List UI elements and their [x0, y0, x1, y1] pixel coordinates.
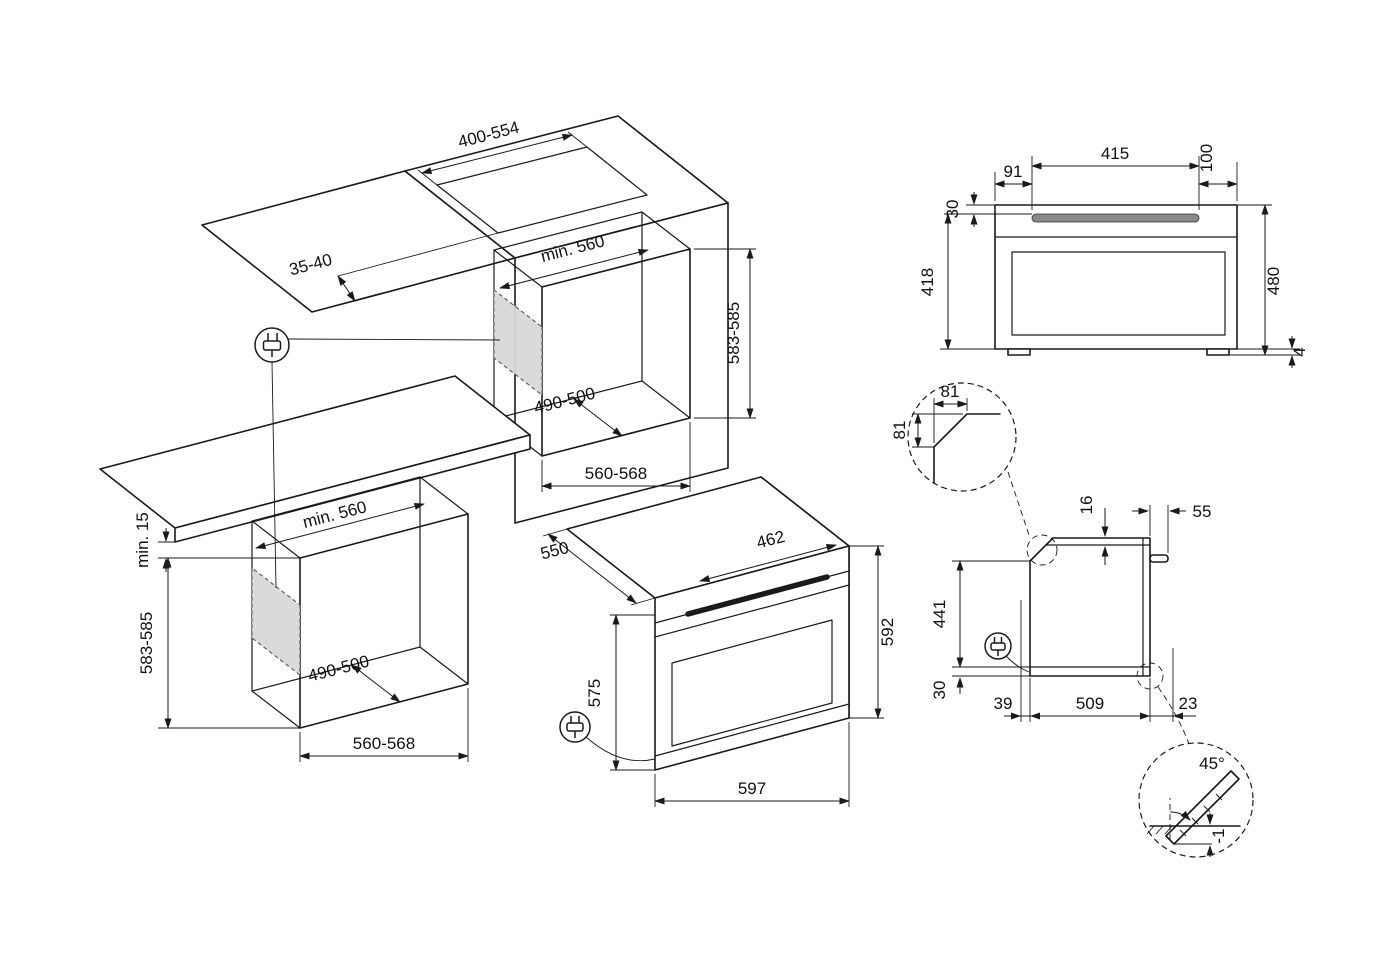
foot-left — [1007, 348, 1031, 356]
dim-niche-width-tall: 560-568 — [585, 464, 647, 483]
dim-niche-height-base: 583-585 — [137, 612, 156, 674]
dim-top-clearance: 16 — [1077, 496, 1096, 515]
side-view: 16 55 441 30 39 509 23 81 81 — [890, 382, 1254, 858]
niche-opening-base — [299, 513, 469, 729]
dim-door-clearance: -1 — [1209, 828, 1228, 843]
detail-circle-chamfer — [907, 382, 1017, 492]
vent-slot — [1031, 213, 1200, 223]
dim-rear-height: 441 — [930, 600, 949, 628]
dim-oven-width: 597 — [738, 779, 766, 798]
dim-vent-width: 415 — [1101, 144, 1129, 163]
dim-oven-height: 592 — [878, 618, 897, 646]
tall-cabinet-view: 400-554 35-40 min. 560 490-500 560-568 5… — [201, 115, 756, 524]
dim-chamfer-width: 81 — [941, 382, 960, 401]
connection-area-patch-tall — [493, 288, 543, 397]
dim-feet-height: 4 — [1290, 347, 1309, 356]
door-outline — [1011, 251, 1226, 336]
dim-rear-gap: 39 — [994, 694, 1013, 713]
front-view: 91 415 100 30 418 480 4 — [918, 144, 1309, 368]
dim-niche-depth-base: 490-500 — [306, 652, 371, 686]
base-cabinet-view: min. 15 583-585 min. 560 490-500 560-568 — [99, 375, 531, 762]
dim-lower-height: 418 — [918, 268, 937, 296]
dim-body-depth: 509 — [1076, 694, 1104, 713]
dim-oven-body-height: 575 — [585, 679, 604, 707]
dim-vent-top-offset: 30 — [943, 200, 962, 219]
side-body — [1029, 537, 1151, 677]
dim-total-height: 480 — [1264, 267, 1283, 295]
chamfer-detail: 81 81 — [890, 382, 1058, 566]
door-seam — [654, 584, 850, 638]
detail-circle-door — [1138, 742, 1254, 858]
dim-worktop-clearance: min. 15 — [133, 512, 152, 568]
dim-niche-height-tall: 583-585 — [724, 302, 743, 364]
dim-vent-left-offset: 91 — [1004, 162, 1023, 181]
dim-door-angle: 45° — [1199, 754, 1225, 773]
mains-connection-callout — [254, 327, 501, 589]
side-handle — [1149, 554, 1169, 563]
door-glass — [671, 619, 833, 747]
dim-front-gap: 23 — [1179, 694, 1198, 713]
connection-area-patch-base — [251, 566, 301, 677]
dim-handle-depth: 55 — [1193, 502, 1212, 521]
power-plug-icon — [254, 327, 290, 363]
front-body — [994, 204, 1238, 350]
oven-iso-view: 550 462 575 592 597 — [539, 476, 897, 807]
door-angle-detail: 45° -1 — [1136, 662, 1254, 858]
dim-niche-width-base: 560-568 — [353, 734, 415, 753]
dim-chamfer-height: 81 — [890, 421, 909, 440]
power-plug-icon-side — [984, 632, 1012, 660]
oven-handle — [685, 574, 830, 617]
dim-oven-depth: 550 — [539, 538, 571, 563]
plinth-line — [654, 703, 850, 757]
dim-vent-right-offset: 100 — [1197, 144, 1216, 172]
power-plug-icon-oven — [559, 711, 591, 743]
foot-right — [1206, 348, 1230, 356]
dim-plinth-height: 30 — [930, 681, 949, 700]
